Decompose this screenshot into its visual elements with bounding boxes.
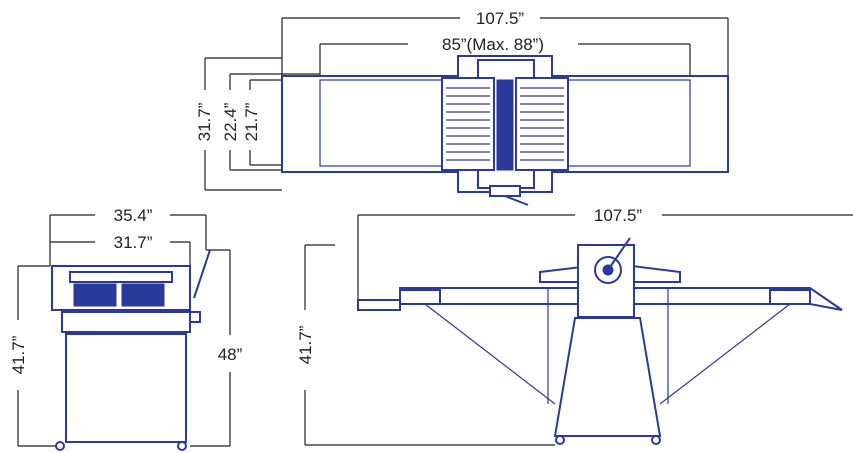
top-belt-length-label: 85”(Max. 88”) <box>442 35 544 54</box>
top-belt-length-dimension: 85”(Max. 88”) <box>319 35 691 78</box>
side-view: 107.5” 41.7” <box>296 206 853 446</box>
front-body-width-dimension: 31.7” <box>50 233 191 266</box>
side-height-dimension: 41.7” <box>296 244 555 446</box>
front-total-height-label: 48” <box>218 345 243 364</box>
top-width-label: 31.7” <box>195 102 214 141</box>
side-total-length-dimension: 107.5” <box>357 206 853 300</box>
front-view-machine <box>51 249 211 451</box>
front-height-label: 41.7” <box>9 335 28 374</box>
front-total-height-dimension: 48” <box>190 249 243 447</box>
front-overall-width-dimension: 35.4” <box>49 206 207 266</box>
top-view: 107.5” 85”(Max. 88”) 31.7” 22.4” <box>195 9 729 206</box>
top-total-length-label: 107.5” <box>476 9 525 28</box>
front-view: 35.4” 31.7” 41.7” 48” <box>9 206 243 451</box>
front-height-dimension: 41.7” <box>9 265 60 447</box>
front-overall-width-label: 35.4” <box>114 206 153 225</box>
top-belt-width-inner-label: 21.7” <box>242 102 261 141</box>
side-view-machine <box>357 237 843 445</box>
side-height-label: 41.7” <box>296 325 315 364</box>
top-total-length-dimension: 107.5” <box>281 9 729 76</box>
top-view-machine <box>281 55 729 206</box>
side-total-length-label: 107.5” <box>594 206 643 225</box>
top-belt-width-outer-label: 22.4” <box>221 102 240 141</box>
front-body-width-label: 31.7” <box>114 233 153 252</box>
